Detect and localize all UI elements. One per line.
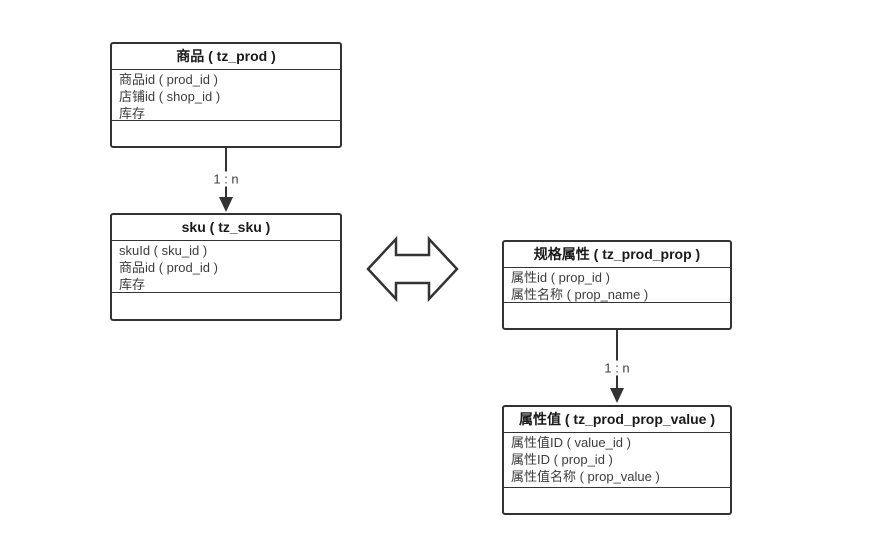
field-row: 店铺id ( shop_id ) xyxy=(119,89,221,104)
entity-prod-title: 商品 ( tz_prod ) xyxy=(112,44,340,70)
field-row: 属性名称 ( prop_name ) xyxy=(511,287,649,302)
entity-sku-fields: skuId ( sku_id ) 商品id ( prod_id ) 库存 xyxy=(112,241,340,293)
field-row: 属性ID ( prop_id ) xyxy=(511,452,613,467)
field-row: 属性id ( prop_id ) xyxy=(511,270,610,285)
entity-prod-empty-section xyxy=(112,121,340,146)
entity-prod: 商品 ( tz_prod ) 商品id ( prod_id ) 店铺id ( s… xyxy=(110,42,342,148)
relation-prod-sku-arrowhead-icon xyxy=(219,197,233,212)
entity-sku: sku ( tz_sku ) skuId ( sku_id ) 商品id ( p… xyxy=(110,213,342,321)
entity-prod-prop: 规格属性 ( tz_prod_prop ) 属性id ( prop_id ) 属… xyxy=(502,240,732,330)
entity-prod-prop-empty-section xyxy=(504,303,730,328)
entity-prod-prop-value-empty-section xyxy=(504,488,730,513)
relation-prop-value-arrowhead-icon xyxy=(610,388,624,403)
entity-sku-empty-section xyxy=(112,293,340,319)
entity-prod-prop-title: 规格属性 ( tz_prod_prop ) xyxy=(504,242,730,268)
field-row: skuId ( sku_id ) xyxy=(119,243,208,258)
relation-prop-value-label: 1 : n xyxy=(601,360,633,376)
relation-prop-value-line xyxy=(616,330,618,389)
field-row: 库存 xyxy=(119,106,146,121)
entity-prod-prop-value-title: 属性值 ( tz_prod_prop_value ) xyxy=(504,407,730,433)
relation-prod-sku-label: 1 : n xyxy=(210,171,242,187)
field-row: 商品id ( prod_id ) xyxy=(119,260,218,275)
entity-prod-prop-value-fields: 属性值ID ( value_id ) 属性ID ( prop_id ) 属性值名… xyxy=(504,433,730,488)
field-row: 库存 xyxy=(119,277,146,292)
double-headed-arrow-icon xyxy=(366,236,459,302)
entity-prod-prop-fields: 属性id ( prop_id ) 属性名称 ( prop_name ) xyxy=(504,268,730,303)
field-row: 属性值名称 ( prop_value ) xyxy=(511,469,660,484)
field-row: 商品id ( prod_id ) xyxy=(119,72,218,87)
entity-prod-prop-value: 属性值 ( tz_prod_prop_value ) 属性值ID ( value… xyxy=(502,405,732,515)
field-row: 属性值ID ( value_id ) xyxy=(511,435,631,450)
entity-prod-fields: 商品id ( prod_id ) 店铺id ( shop_id ) 库存 xyxy=(112,70,340,121)
entity-sku-title: sku ( tz_sku ) xyxy=(112,215,340,241)
